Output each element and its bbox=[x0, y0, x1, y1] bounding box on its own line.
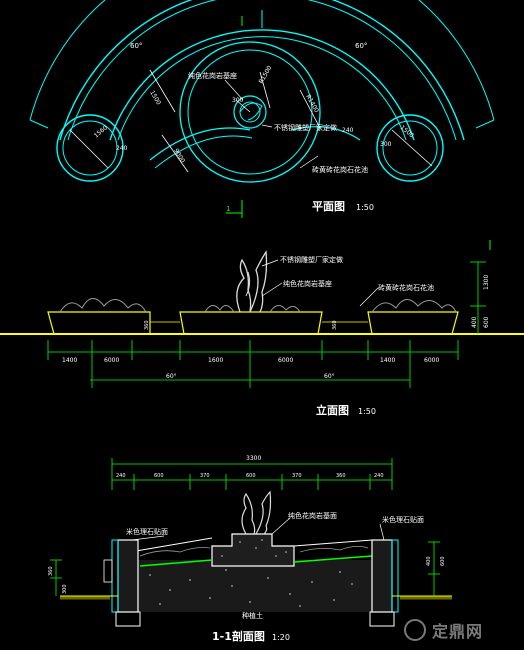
section-title: 1-1剖面图 bbox=[212, 629, 265, 643]
plan-dim-d2: R1500 bbox=[258, 65, 274, 85]
section-dim-left-2: 300 bbox=[62, 584, 68, 594]
plan-dim-d4: 300 bbox=[232, 97, 244, 104]
elev-label-base: 纯色花岗岩基座 bbox=[283, 279, 332, 288]
elev-dim-right-1: 1300 bbox=[483, 275, 490, 290]
plan-dim-d6: 9000 bbox=[172, 148, 186, 165]
section-label-right: 米色理石贴面 bbox=[382, 515, 424, 524]
watermark: 定鼎网 bbox=[404, 616, 516, 644]
elev-dim-small-2: 360 bbox=[332, 320, 338, 330]
elev-dim-right-2: 400 bbox=[471, 316, 478, 328]
plan-dim-d1: 1500 bbox=[148, 90, 162, 107]
section-top-dim-5: 370 bbox=[292, 473, 302, 479]
section-dim-left-1: 360 bbox=[48, 566, 54, 576]
plan-view bbox=[29, 0, 495, 218]
elevation-view bbox=[0, 240, 524, 388]
section-top-dim-3: 370 bbox=[200, 473, 210, 479]
elev-title: 立面图 bbox=[316, 403, 349, 417]
plan-scale: 1:50 bbox=[356, 203, 374, 212]
plan-label-sculpture: 不锈钢雕塑厂家定做 bbox=[274, 123, 337, 132]
plan-section-mark: 1 bbox=[226, 205, 230, 213]
elev-dim-4: 6000 bbox=[278, 357, 293, 364]
plan-angle-right: 60° bbox=[355, 42, 367, 50]
plan-dim-d7: 240 bbox=[116, 145, 128, 152]
section-top-total: 3300 bbox=[246, 455, 261, 462]
elev-dim-3: 1600 bbox=[208, 357, 223, 364]
elev-angle-1: 60° bbox=[166, 373, 177, 380]
section-top-dim-4: 600 bbox=[246, 473, 256, 479]
section-top-dim-6: 360 bbox=[336, 473, 346, 479]
watermark-text: 定鼎网 bbox=[432, 622, 484, 641]
elev-angle-2: 60° bbox=[324, 373, 335, 380]
plan-dim-d9: 300 bbox=[380, 141, 392, 148]
plan-dim-d8: 240 bbox=[342, 127, 354, 134]
section-top-dim-1: 240 bbox=[116, 473, 126, 479]
section-scale: 1:20 bbox=[272, 633, 290, 642]
section-top-dim-7: 240 bbox=[374, 473, 384, 479]
plan-title: 平面图 bbox=[312, 200, 345, 213]
elev-label-sculpture: 不锈钢雕塑厂家定做 bbox=[280, 255, 343, 264]
section-top-dim-2: 600 bbox=[154, 473, 164, 479]
elev-scale: 1:50 bbox=[358, 407, 376, 416]
watermark-logo-icon bbox=[404, 619, 426, 641]
elev-dim-right-3: 600 bbox=[483, 316, 490, 328]
elev-dim-1: 1400 bbox=[62, 357, 77, 364]
elev-dim-2: 6000 bbox=[104, 357, 119, 364]
section-label-left: 米色理石贴面 bbox=[126, 527, 168, 536]
plan-angle-left: 60° bbox=[130, 42, 142, 50]
section-view bbox=[50, 458, 452, 627]
section-label-soil: 种植土 bbox=[242, 611, 263, 620]
section-dim-right-1: 400 bbox=[426, 556, 432, 566]
elev-dim-5: 1400 bbox=[380, 357, 395, 364]
elev-label-pool: 砖黄砖花岗石花池 bbox=[378, 283, 434, 292]
section-dim-right-2: 600 bbox=[440, 556, 446, 566]
section-label-mid: 纯色花岗岩基面 bbox=[288, 511, 337, 520]
elev-dim-small-1: 360 bbox=[144, 320, 150, 330]
elev-dim-6: 6000 bbox=[424, 357, 439, 364]
plan-label-planter: 纯色花岗岩基座 bbox=[188, 71, 237, 80]
plan-label-pool: 砖黄砖花岗石花池 bbox=[312, 165, 368, 174]
